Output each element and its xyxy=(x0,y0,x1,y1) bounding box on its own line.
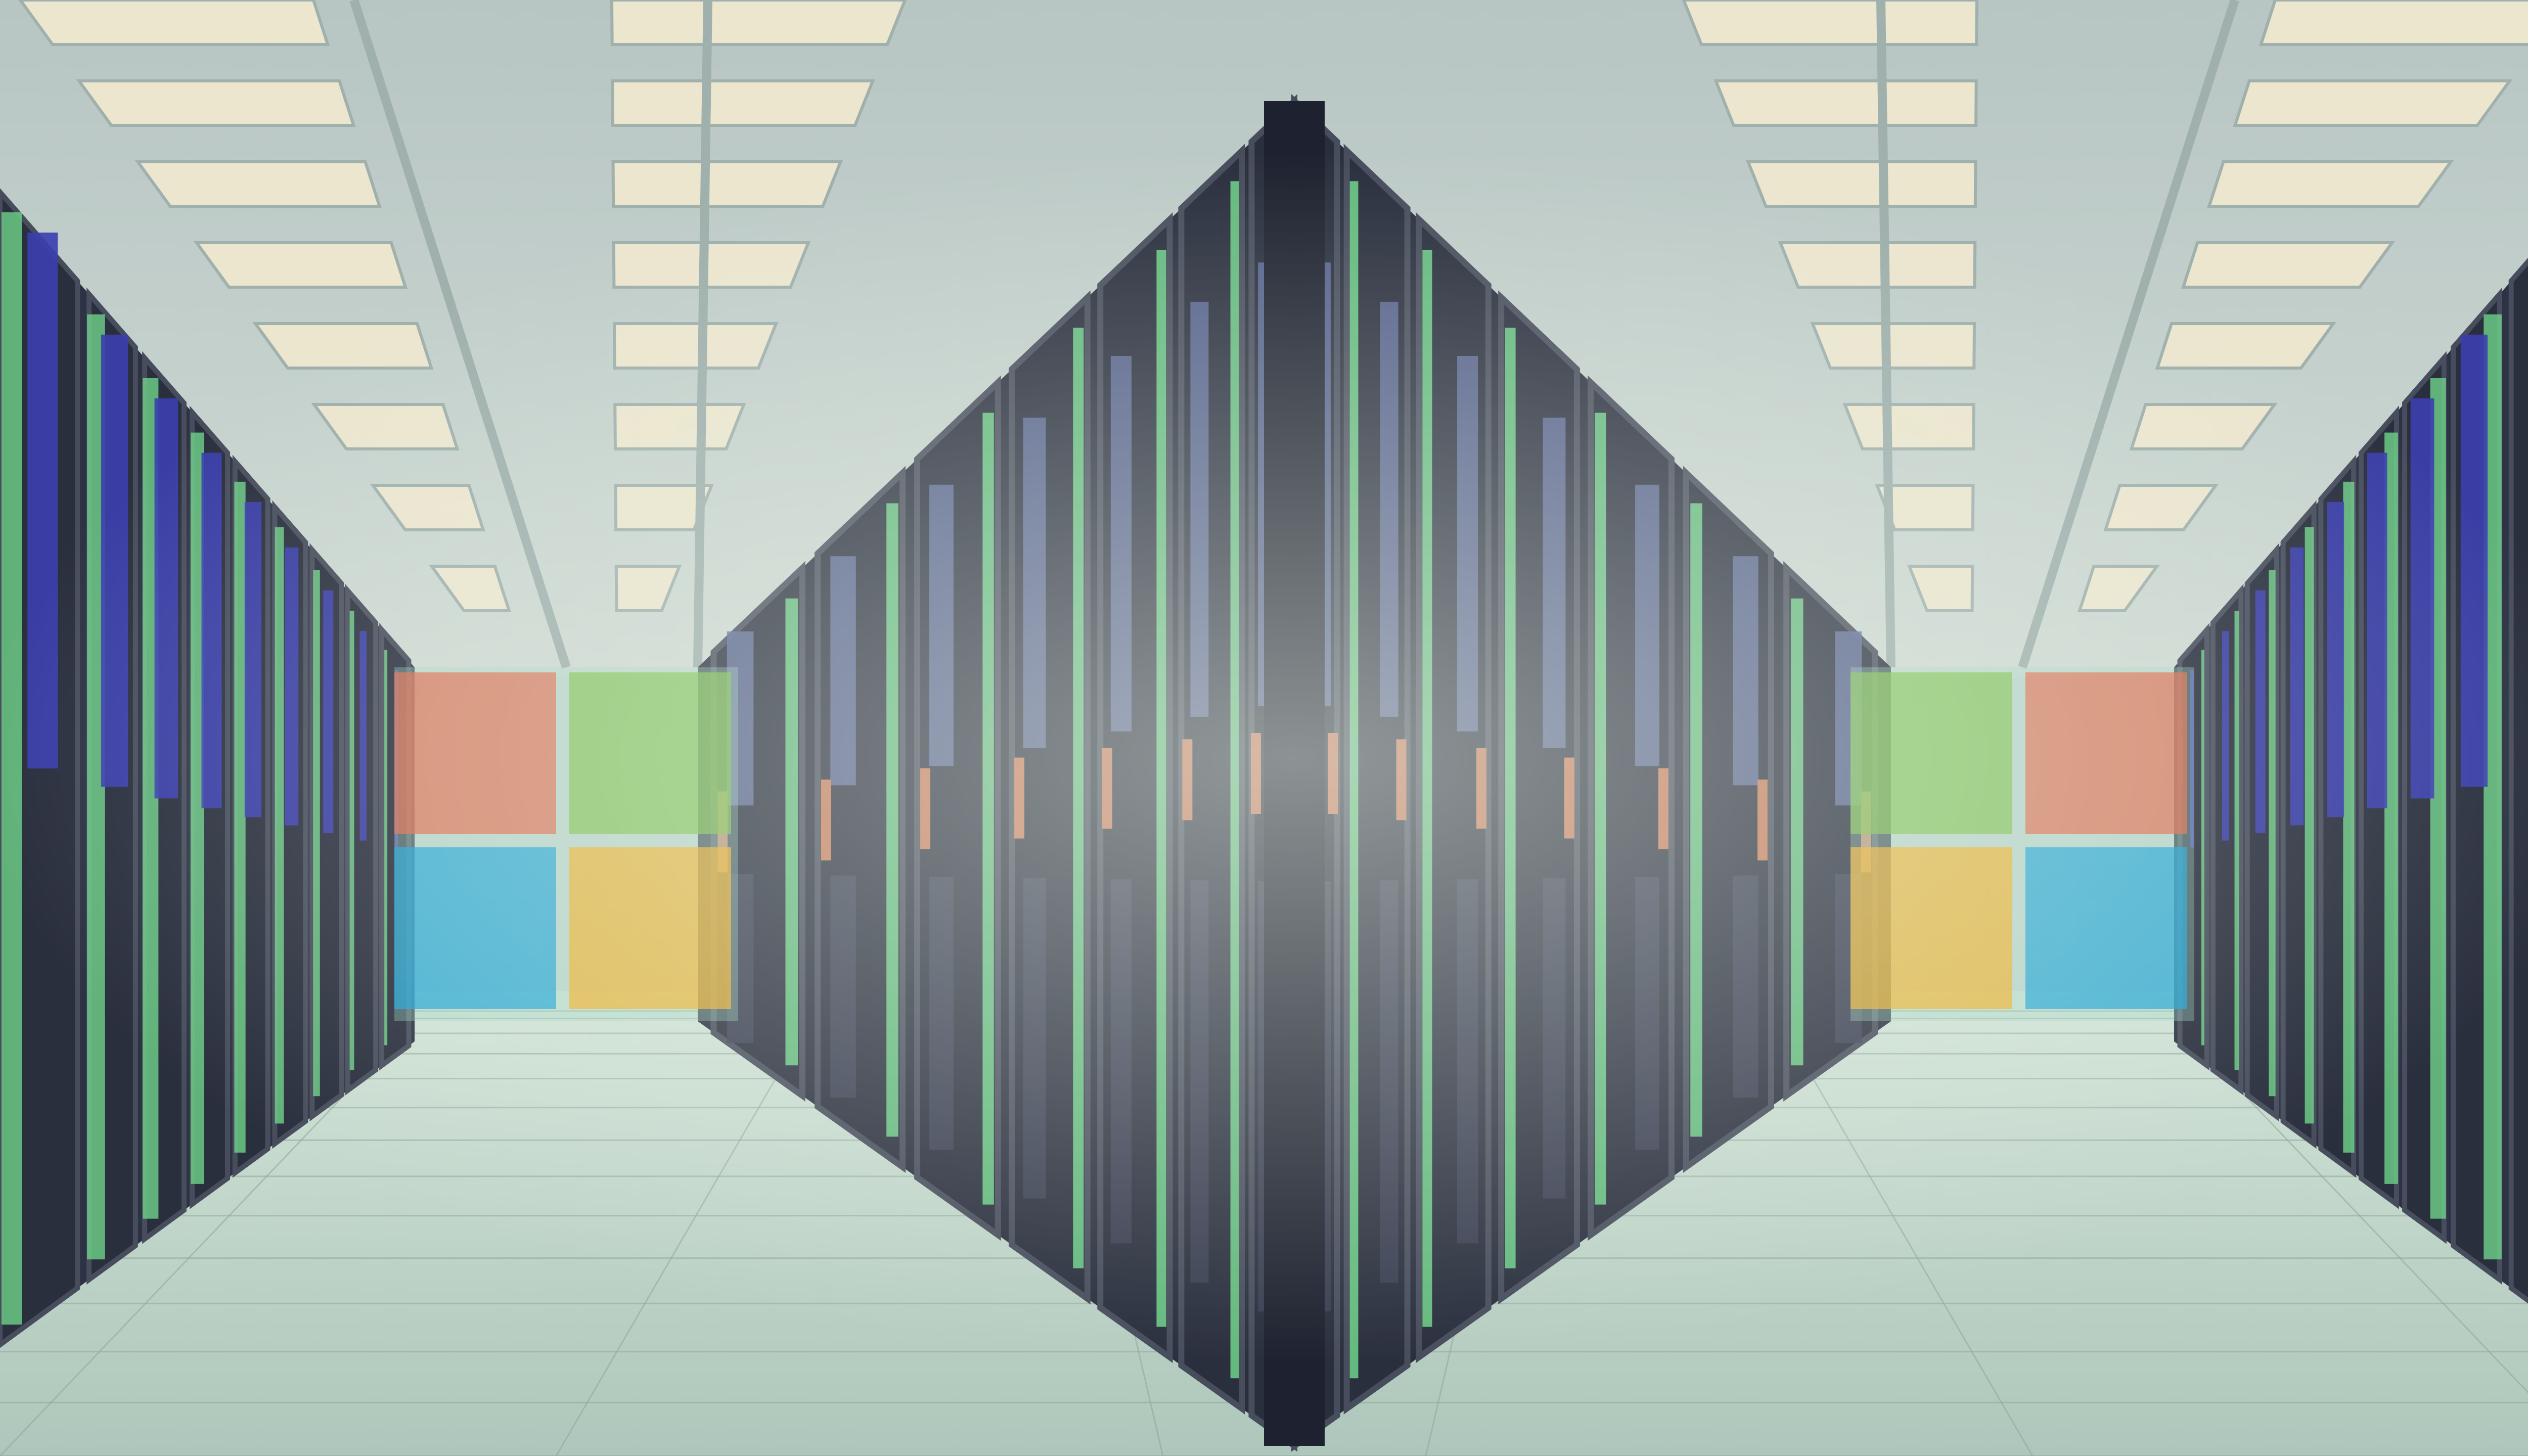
ceiling-light-panel xyxy=(18,0,330,46)
ceiling-light-panel xyxy=(2259,0,2528,46)
center-haze xyxy=(0,152,2528,1365)
ceiling-light-panel xyxy=(193,241,408,289)
ceiling-light-panel xyxy=(2181,241,2396,289)
ceiling-light-panel xyxy=(76,79,356,127)
ceiling-light-panel xyxy=(2233,79,2513,127)
ceiling-light-panel xyxy=(2207,160,2454,208)
ceiling-light-panel xyxy=(134,160,382,208)
ceiling-light-panel xyxy=(611,79,875,127)
ceiling-light-panel xyxy=(1713,79,1978,127)
ceiling-light-panel xyxy=(1682,0,1979,46)
ceiling-light-panel xyxy=(610,0,907,46)
